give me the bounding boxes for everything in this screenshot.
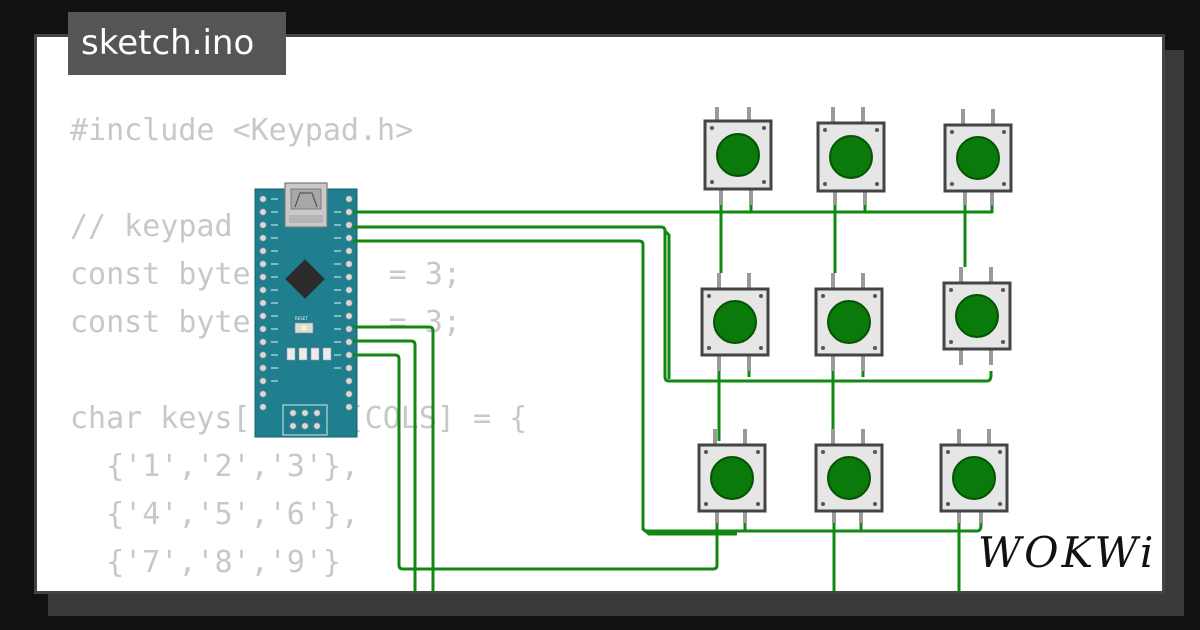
wire <box>663 229 671 379</box>
pin-labels <box>271 198 341 382</box>
push-button[interactable] <box>816 107 886 205</box>
push-button[interactable] <box>703 107 773 205</box>
wire <box>353 205 994 214</box>
circuit-diagram: RESET <box>254 107 1013 591</box>
code-line: char keys[ [COLS] = { <box>70 395 527 443</box>
cols-tail: = 3; <box>370 305 461 340</box>
push-button[interactable] <box>939 429 1009 523</box>
code-line: const byte = 3; <box>70 251 527 299</box>
push-button[interactable] <box>814 429 884 523</box>
push-button[interactable] <box>942 267 1012 365</box>
push-button[interactable] <box>697 429 767 523</box>
wire <box>353 353 719 571</box>
wires <box>353 205 994 591</box>
reset-label: RESET <box>295 316 308 321</box>
wire <box>353 339 961 591</box>
code-line: // keypad <box>70 209 233 244</box>
wire <box>353 325 836 591</box>
code-line: {'4','5','6'}, <box>70 497 359 532</box>
wire <box>353 239 983 533</box>
right-pin-header <box>345 195 353 411</box>
code-line-start: char keys[ <box>70 401 251 436</box>
code-line-start: const byte <box>70 257 251 292</box>
code-line: {'7','8','9'} <box>70 545 341 580</box>
code-line-start: const byte <box>70 305 251 340</box>
code-background: #include <Keypad.h> // keypad const byte =… <box>70 107 527 591</box>
left-pin-header <box>259 195 267 411</box>
usb-connector-icon <box>284 182 328 228</box>
wire <box>353 225 993 383</box>
reset-button-cap <box>301 325 307 331</box>
code-line: {'1','2','3'}, <box>70 449 359 484</box>
push-button[interactable] <box>700 273 770 371</box>
icsp-header <box>282 404 328 436</box>
code-line: const byte = 3; <box>70 299 527 347</box>
push-button[interactable] <box>943 109 1013 205</box>
rows-tail: = 3; <box>370 257 461 292</box>
wokwi-logo: WOKWi <box>978 528 1157 577</box>
status-leds <box>286 347 332 361</box>
code-line: #include <Keypad.h> <box>70 113 414 148</box>
push-button[interactable] <box>814 273 884 371</box>
wire <box>641 245 737 536</box>
diagram-card: #include <Keypad.h> // keypad const byte =… <box>34 34 1165 594</box>
sketch-title-tab[interactable]: sketch.ino <box>68 12 286 75</box>
keys-tail: [COLS] = { <box>346 401 528 436</box>
arduino-nano-board[interactable]: RESET <box>254 182 358 438</box>
